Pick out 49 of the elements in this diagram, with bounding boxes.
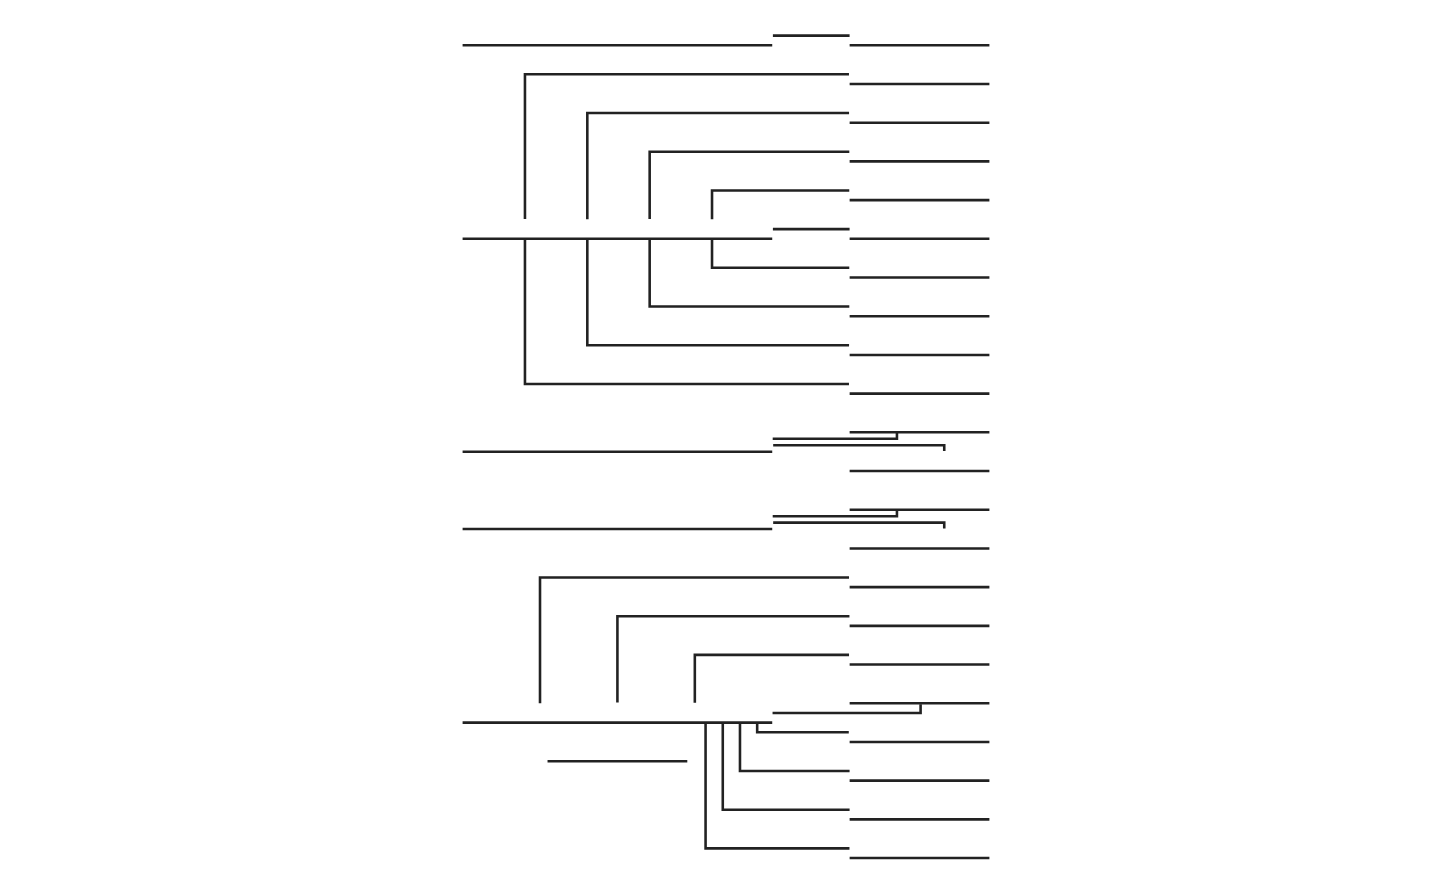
node-line xyxy=(849,82,990,86)
node-line xyxy=(849,469,990,473)
node-line xyxy=(849,314,990,318)
node-line xyxy=(462,721,773,724)
connector xyxy=(710,189,850,220)
node-line xyxy=(849,779,990,782)
connector xyxy=(721,723,850,811)
node-line xyxy=(849,818,990,821)
node-line xyxy=(849,856,990,860)
connector xyxy=(648,150,850,219)
node-line xyxy=(849,624,990,628)
node-line xyxy=(462,44,773,47)
connector xyxy=(773,443,946,452)
connector xyxy=(772,227,850,231)
connector xyxy=(523,239,849,386)
connector xyxy=(586,111,850,220)
connector xyxy=(773,521,946,529)
node-line xyxy=(849,431,990,434)
node-line xyxy=(462,237,773,241)
connector xyxy=(738,723,850,773)
node-line xyxy=(849,663,990,666)
node-line xyxy=(849,353,990,357)
connector xyxy=(755,723,849,734)
node-line xyxy=(462,450,773,453)
connector xyxy=(772,432,899,441)
connector xyxy=(772,510,899,518)
connector xyxy=(772,34,850,37)
connector xyxy=(586,239,850,347)
node-line xyxy=(849,547,990,550)
node-line xyxy=(849,740,990,744)
node-line xyxy=(849,44,990,47)
node-line xyxy=(849,121,990,124)
node-line xyxy=(547,760,688,763)
connector xyxy=(710,238,850,270)
connector xyxy=(648,239,850,308)
node-line xyxy=(849,160,990,163)
connector xyxy=(616,614,850,703)
connector xyxy=(704,722,850,850)
node-line xyxy=(849,237,990,241)
node-line xyxy=(849,585,990,589)
node-line xyxy=(849,701,990,705)
node-line xyxy=(462,527,773,531)
connector xyxy=(523,73,849,219)
connector xyxy=(538,576,850,704)
node-line xyxy=(849,508,990,512)
connector xyxy=(693,653,850,703)
node-line xyxy=(849,392,990,395)
node-line xyxy=(849,276,990,279)
node-line xyxy=(849,198,990,202)
